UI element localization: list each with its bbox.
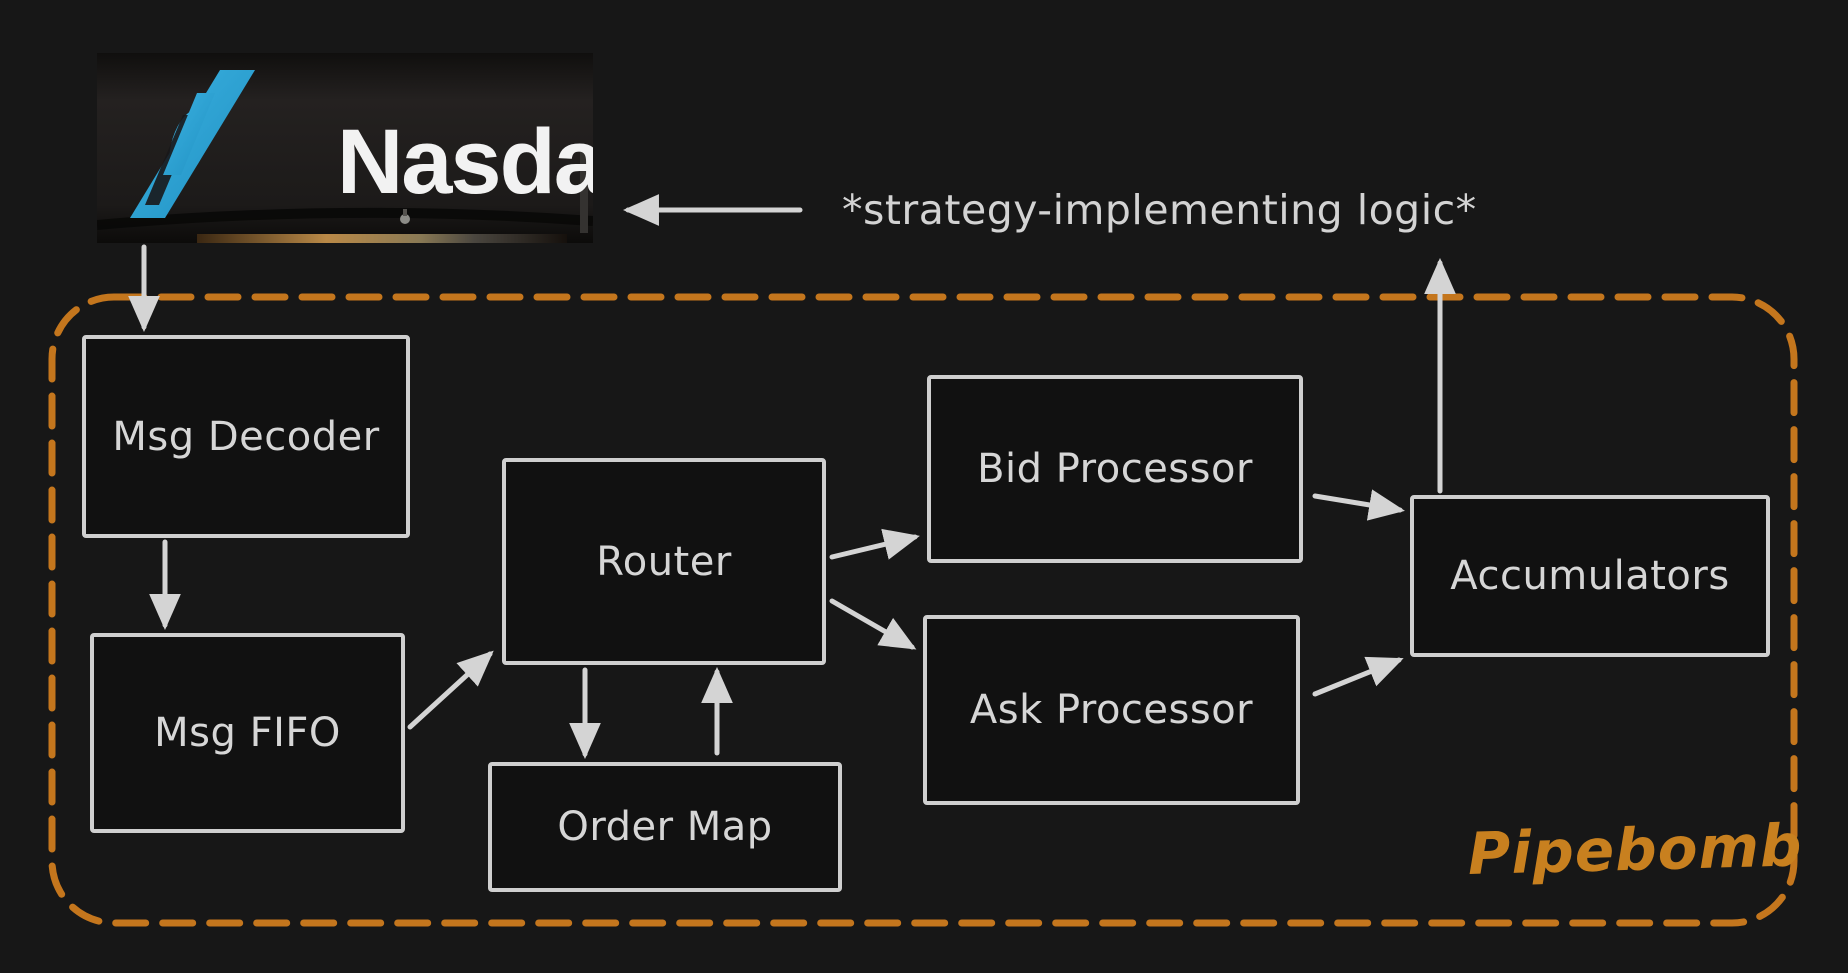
nasdaq-ribbon-icon (130, 70, 255, 218)
node-label: Order Map (557, 804, 773, 850)
camera-icon (400, 214, 410, 224)
node-router: Router (502, 458, 826, 665)
strategy-annotation: *strategy-implementing logic* (842, 186, 1477, 234)
arrow-router-to-bid-processor (829, 528, 920, 560)
pipeline-title: Pipebomb (1467, 811, 1804, 889)
node-order-map: Order Map (488, 762, 842, 892)
node-label: Msg FIFO (154, 710, 341, 756)
node-label: Accumulators (1450, 553, 1730, 599)
node-msg-fifo: Msg FIFO (90, 633, 405, 833)
sign-bezel (96, 207, 594, 230)
node-label: Router (596, 538, 732, 585)
node-ask-processor: Ask Processor (923, 615, 1300, 805)
nasdaq-sign-photo: Nasdaq (96, 53, 659, 243)
photo-bottom-strip (197, 234, 567, 243)
node-msg-decoder: Msg Decoder (82, 335, 410, 538)
nasdaq-wordmark: Nasdaq (337, 111, 593, 213)
arrow-msg-fifo-to-router (407, 650, 494, 730)
node-label: Ask Processor (969, 687, 1254, 733)
node-accumulators: Accumulators (1410, 495, 1770, 657)
photo-edge-sliver (580, 148, 588, 233)
arrow-ask-processor-to-accumulators (1312, 656, 1404, 697)
arrow-bid-processor-to-accumulators (1312, 489, 1405, 521)
node-label: Msg Decoder (112, 413, 380, 460)
arrow-router-to-ask-processor (829, 598, 917, 650)
node-label: Bid Processor (977, 446, 1253, 492)
camera-mount (403, 209, 407, 216)
node-bid-processor: Bid Processor (927, 375, 1303, 563)
